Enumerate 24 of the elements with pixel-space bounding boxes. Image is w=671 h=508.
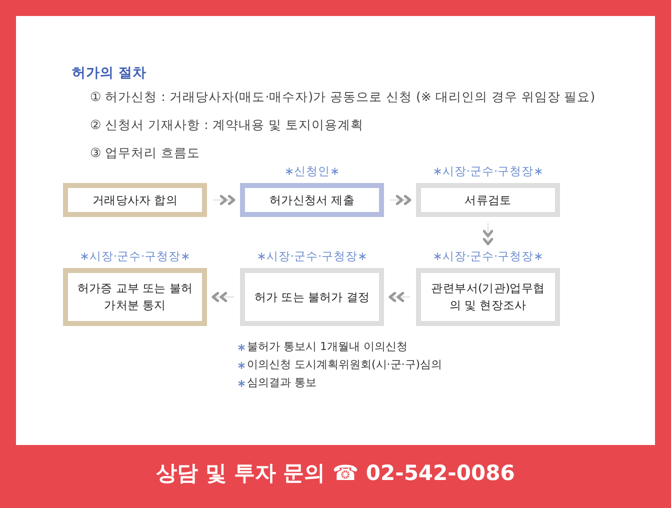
- list-item: ② 신청서 기재사항 : 계약내용 및 토지이용계획: [90, 117, 364, 134]
- process-box: 거래당사자 합의: [63, 183, 207, 217]
- banner-text: 상담 및 투자 문의 ☎ 02-542-0086: [155, 460, 516, 487]
- role-label: ∗시장·군수·구청장∗: [78, 249, 192, 264]
- process-box: 허가증 교부 또는 불허가처분 통지: [63, 268, 207, 326]
- arrow: [213, 195, 236, 205]
- note-text: 심의결과 통보: [247, 375, 316, 390]
- arrow: [390, 195, 412, 205]
- role-label: ∗시장·군수·구청장∗: [432, 249, 544, 264]
- role-label: ∗시장·군수·구청장∗: [432, 164, 544, 179]
- role-label: ∗시장·군수·구청장∗: [256, 249, 368, 264]
- title: 허가의 절차: [72, 64, 147, 82]
- note-text: 이의신청 도시계획위원회(시·군·구)심의: [247, 357, 442, 372]
- list-item: ① 허가신청 : 거래당사자(매도·매수자)가 공동으로 신청 (※ 대리인의 경우 위임장 필요): [90, 89, 596, 106]
- list-item: ③ 업무처리 흐름도: [90, 145, 200, 162]
- process-box: 서류검토: [416, 183, 560, 217]
- process-box: 허가 또는 불허가 결정: [240, 268, 384, 326]
- process-box: 허가신청서 제출: [240, 183, 384, 217]
- role-label: ∗신청인∗: [283, 164, 341, 179]
- note-text: 불허가 통보시 1개월내 이의신청: [247, 339, 408, 354]
- arrow: [388, 292, 410, 302]
- process-box: 관련부서(기관)업무협의 및 현장조사: [416, 268, 560, 326]
- arrow: [483, 223, 493, 246]
- arrow: [212, 292, 234, 302]
